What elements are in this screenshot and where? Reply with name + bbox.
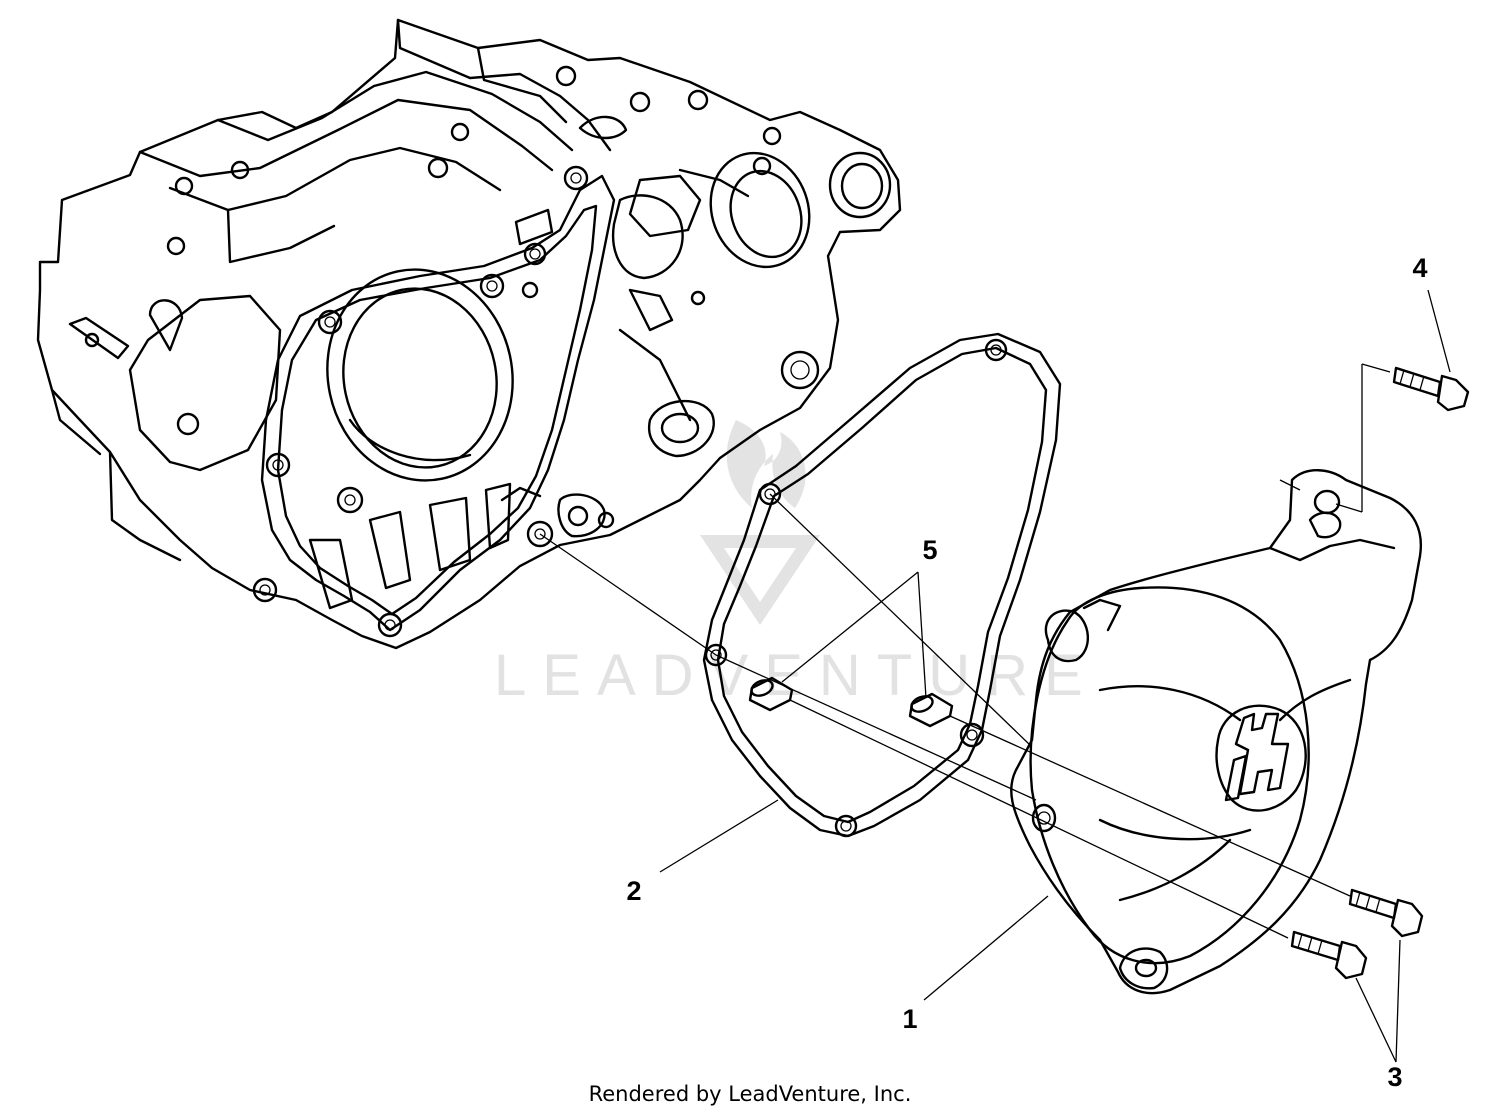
- footer-credit: Rendered by LeadVenture, Inc.: [588, 1082, 912, 1106]
- callout-1: 1: [902, 1004, 917, 1034]
- crankcase-illustration: [36, 18, 902, 650]
- callout-2: 2: [626, 876, 641, 906]
- watermark-text: LEADVENTURE: [494, 643, 1099, 708]
- assembly-lines: [539, 363, 1391, 939]
- leader-lines: [659, 289, 1451, 1063]
- callout-3: 3: [1387, 1062, 1402, 1092]
- ignition-cover-illustration: [1010, 469, 1423, 995]
- lower-bolt-1-illustration: [1348, 888, 1424, 938]
- gasket-illustration: [702, 332, 1062, 838]
- leadventure-watermark: LEADVENTURE: [494, 420, 1099, 708]
- upper-bolt-illustration: [1392, 366, 1470, 412]
- callout-4: 4: [1412, 253, 1427, 283]
- callout-5: 5: [922, 535, 937, 565]
- lower-bolt-2-illustration: [1290, 930, 1368, 980]
